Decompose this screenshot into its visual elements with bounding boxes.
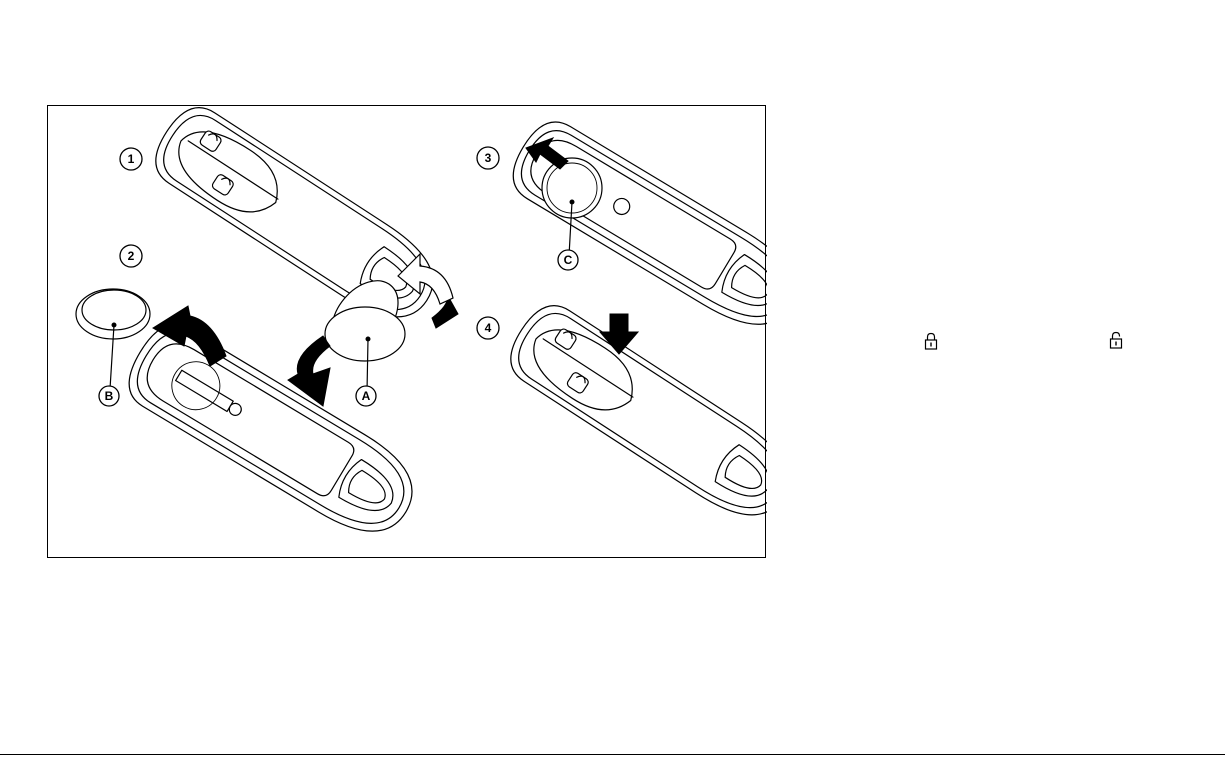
part-label-a: A (356, 386, 376, 406)
battery-a (319, 268, 412, 392)
flip-arrow-bottom (288, 336, 330, 406)
svg-text:C: C (564, 253, 573, 267)
step-label-4: 4 (477, 317, 499, 339)
fob-step-4 (499, 294, 767, 533)
svg-text:1: 1 (128, 152, 135, 166)
figure-canvas: 1 2 3 4 A B C (48, 106, 767, 559)
svg-text:A: A (362, 389, 371, 403)
battery-b (76, 289, 150, 389)
svg-text:3: 3 (485, 151, 492, 165)
step-label-2: 2 (120, 245, 142, 267)
step-label-1: 1 (120, 148, 142, 170)
part-label-c: C (558, 250, 578, 270)
unlock-icon (1109, 331, 1123, 349)
svg-text:4: 4 (485, 321, 492, 335)
svg-text:B: B (105, 389, 114, 403)
svg-text:2: 2 (128, 249, 135, 263)
part-label-b: B (99, 386, 119, 406)
page-bottom-rule (0, 754, 1225, 755)
lock-icon (924, 332, 938, 350)
battery-replacement-figure: 1 2 3 4 A B C (47, 105, 766, 558)
step-label-3: 3 (477, 147, 499, 169)
fob-step-1 (144, 106, 450, 336)
battery-c (542, 158, 602, 256)
